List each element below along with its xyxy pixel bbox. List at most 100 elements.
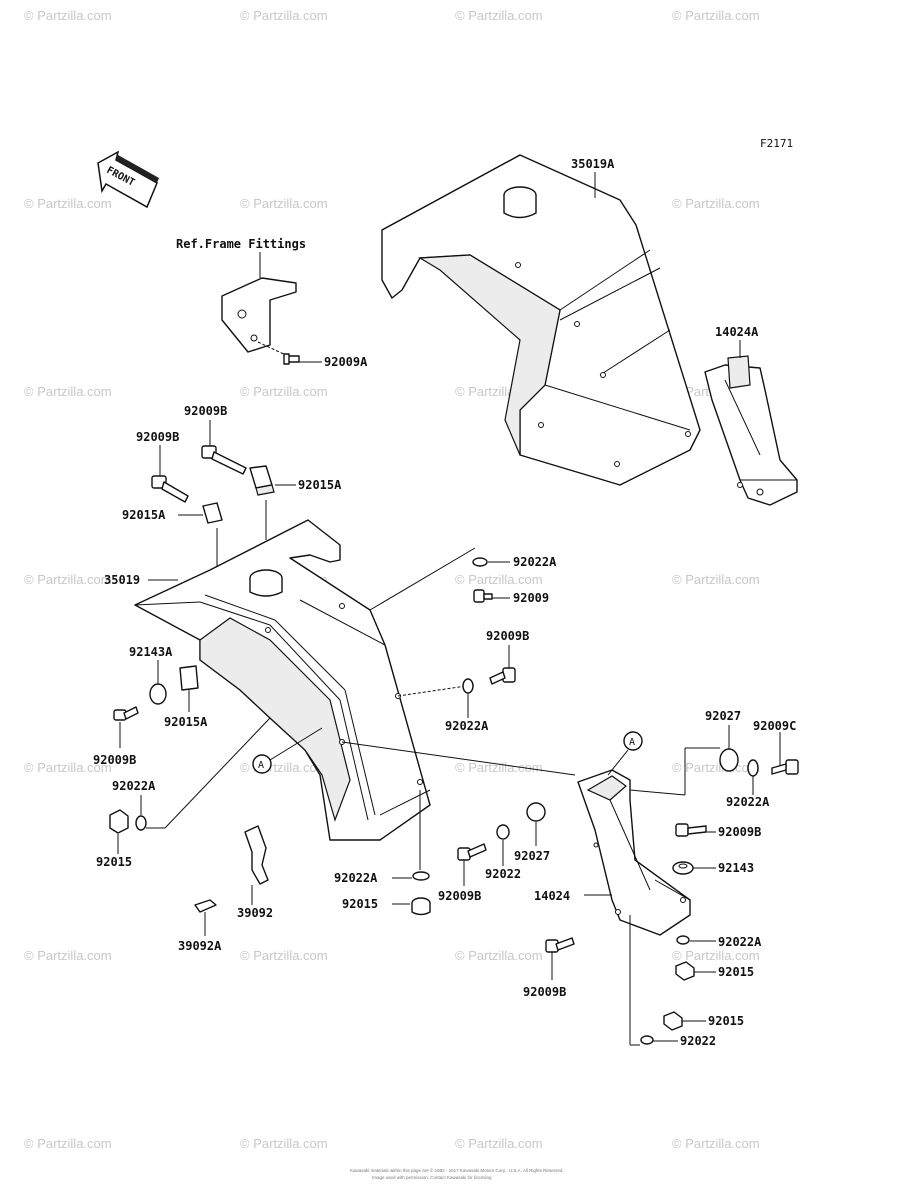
washer-92022a-icon	[462, 678, 474, 694]
reference-marker-a	[623, 731, 643, 751]
watermark-text: © Partzilla.com	[455, 1136, 543, 1151]
clip-39092-icon	[244, 825, 269, 885]
nut-92015-icon	[675, 961, 695, 981]
pin-39092a-icon	[194, 899, 217, 913]
part-label: 92022A	[445, 719, 489, 733]
leader-line	[607, 749, 629, 776]
bolt-92009b-icon	[113, 706, 139, 721]
reference-marker-label: A	[258, 760, 264, 771]
part-label: 92022	[680, 1034, 716, 1048]
part-label: 92009B	[184, 404, 227, 418]
part-label: 92027	[514, 849, 550, 863]
bolt-92009b-icon	[675, 823, 707, 837]
watermark-text: © Partzilla.com	[240, 8, 328, 23]
leader-line	[134, 601, 201, 606]
part-label: 92009B	[486, 629, 529, 643]
watermark-text: © Partzilla.com	[240, 384, 328, 399]
front-arrow-icon: FRONT	[97, 150, 159, 209]
part-label: 92027	[705, 709, 741, 723]
clip-92015a-icon	[249, 465, 275, 496]
nut-92015-icon	[109, 809, 129, 834]
collar-92027-icon	[719, 748, 739, 772]
watermark-text: © Partzilla.com	[672, 948, 760, 963]
bolt-92009-icon	[473, 589, 493, 603]
part-label: 92015	[718, 965, 754, 979]
part-label: 92015	[96, 855, 132, 869]
diagram-code: F2171	[760, 137, 793, 150]
leader-line	[164, 717, 271, 829]
part-label: 92022A	[112, 779, 156, 793]
collar-92027-icon	[526, 802, 546, 822]
fender-35019a	[381, 154, 701, 486]
bolt-92009b-icon	[545, 937, 575, 953]
washer-92022-icon	[640, 1035, 654, 1045]
part-label: 39092A	[178, 939, 222, 953]
part-label: 92022	[485, 867, 521, 881]
fender-35019	[134, 519, 431, 841]
nut-92015-icon	[663, 1011, 683, 1031]
bolt-92009a-icon	[283, 353, 300, 365]
part-label: 92022A	[334, 871, 378, 885]
watermark-text: © Partzilla.com	[24, 1136, 112, 1151]
watermark-text: © Partzilla.com	[240, 1136, 328, 1151]
watermark-text: © Partzilla.com	[455, 948, 543, 963]
leader-line	[257, 341, 291, 358]
watermark-text: © Partzilla.com	[24, 760, 112, 775]
part-label: 92009A	[324, 355, 368, 369]
ref-frame-fittings-note: Ref.Frame Fittings	[176, 237, 306, 251]
watermark-text: © Partzilla.com	[455, 572, 543, 587]
part-label: 35019	[104, 573, 140, 587]
bracket-14024	[577, 769, 691, 936]
watermark-text: © Partzilla.com	[24, 8, 112, 23]
reference-marker-a	[252, 754, 272, 774]
leader-line	[629, 789, 686, 796]
part-label: 92009	[513, 591, 549, 605]
leader-line	[269, 727, 323, 761]
part-label: 92015	[708, 1014, 744, 1028]
washer-92022a-icon	[747, 759, 759, 777]
copyright-footer-permission: Image used with permission. Contact Kawa…	[372, 1175, 492, 1180]
part-label: 35019A	[571, 157, 615, 171]
part-label: 14024	[534, 889, 570, 903]
watermark-text: © Partzilla.com	[455, 760, 543, 775]
part-label: 14024A	[715, 325, 759, 339]
copyright-footer: Kawasaki materials within this page are …	[350, 1167, 564, 1173]
washer-92022a-icon	[135, 815, 147, 831]
watermark-text: © Partzilla.com	[24, 572, 112, 587]
watermark-text: © Partzilla.com	[672, 8, 760, 23]
part-labels: 35019A 14024A 92009A 92009B 92009B 92015…	[93, 157, 796, 1048]
bolt-92009b-icon	[201, 445, 247, 475]
part-label: 92143A	[129, 645, 173, 659]
grommet-92143a-icon	[149, 683, 167, 705]
part-label: 92009C	[753, 719, 796, 733]
leader-line	[397, 685, 467, 697]
clip-92015a-icon	[202, 502, 223, 524]
watermark-text: © Partzilla.com	[672, 1136, 760, 1151]
watermark-text: © Partzilla.com	[24, 384, 112, 399]
watermark-text: © Partzilla.com	[240, 196, 328, 211]
part-label: 92009B	[718, 825, 761, 839]
watermark-text: © Partzilla.com	[455, 8, 543, 23]
bolt-92009b-icon	[457, 843, 487, 861]
part-label: 92015A	[122, 508, 166, 522]
grommet-92143-icon	[672, 861, 694, 875]
part-label: 92015	[342, 897, 378, 911]
part-label: 92009B	[438, 889, 481, 903]
part-label: 92143	[718, 861, 754, 875]
watermark-text: © Partzilla.com	[240, 948, 328, 963]
washer-92022a-icon	[412, 871, 430, 881]
washer-92022a-icon	[676, 935, 690, 945]
watermark-text: © Partzilla.com	[24, 948, 112, 963]
part-label: 92009B	[523, 985, 566, 999]
nut-92015-icon	[411, 897, 431, 916]
clip-92015a-icon	[179, 665, 199, 691]
reference-marker-label: A	[629, 737, 635, 748]
bracket-14024a	[704, 355, 798, 506]
part-label: 39092	[237, 906, 273, 920]
part-label: 92015A	[164, 715, 208, 729]
bolt-92009b-icon	[151, 475, 189, 503]
watermark-text: © Partzilla.com	[672, 572, 760, 587]
part-label: 92022A	[726, 795, 770, 809]
watermark-text: © Partzilla.com	[672, 196, 760, 211]
